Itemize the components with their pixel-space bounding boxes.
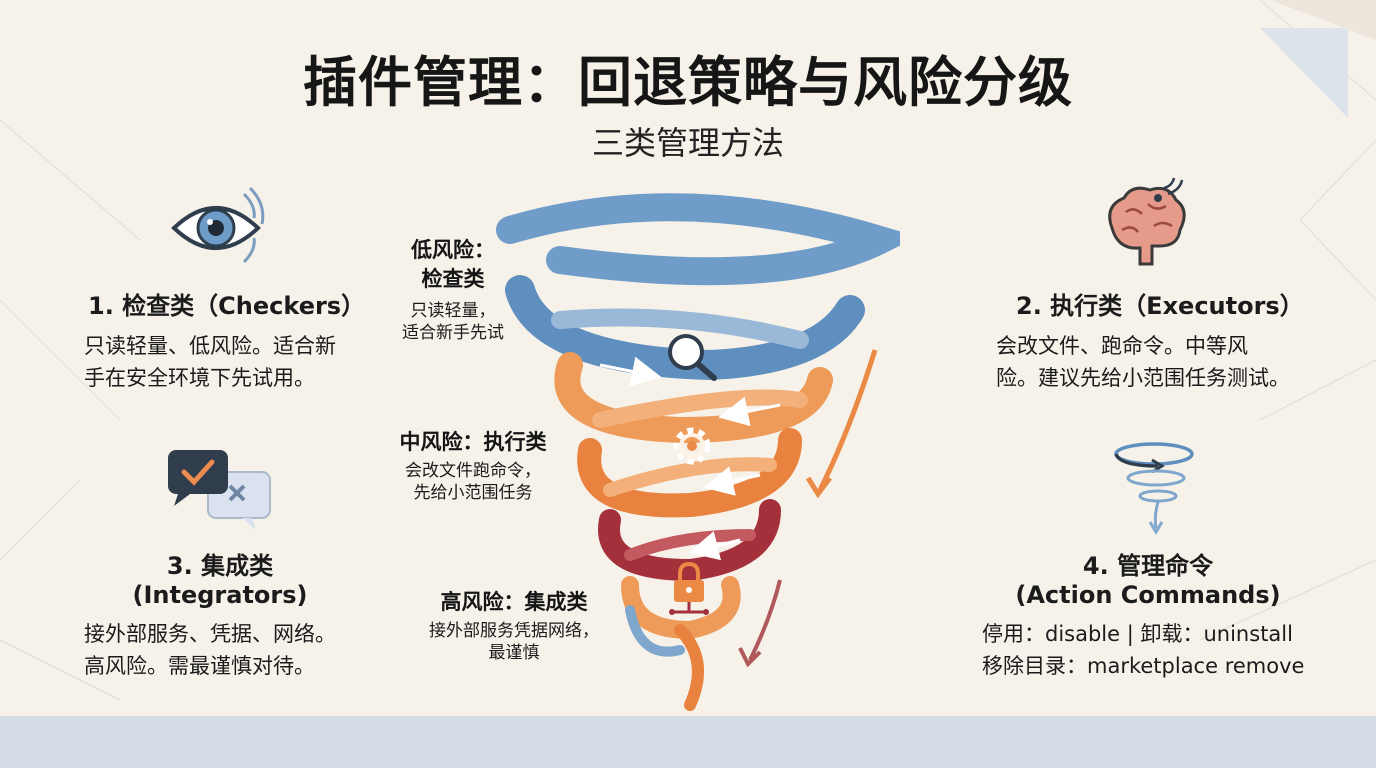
commands-title-line-1: 4. 管理命令 (1082, 552, 1214, 580)
checkers-description: 只读轻量、低风险。适合新 手在安全环境下先试用。 (84, 330, 336, 394)
executors-title: 2. 执行类（Executors） (1016, 292, 1304, 320)
low-risk-heading-line-1: 低风险： (411, 238, 495, 262)
commands-description: 停用：disable | 卸载：uninstall 移除目录：marketpla… (982, 618, 1304, 682)
spiral-band-high-1 (598, 499, 781, 582)
magnifier-icon (668, 334, 717, 381)
flow-arrow-2 (718, 396, 781, 427)
executors-description: 会改文件、跑命令。中等风 险。建议先给小范围任务测试。 (996, 330, 1290, 394)
integrators-title-line-2: (Integrators) (132, 581, 308, 609)
spiral-band-high-2 (624, 529, 756, 561)
low-risk-heading-line-2: 检查类 (421, 267, 485, 291)
commands-title-line-2: (Action Commands) (1015, 581, 1281, 609)
brain-icon (1108, 177, 1186, 266)
flow-arrow-1 (599, 356, 662, 387)
checkers-line-1: 只读轻量、低风险。适合新 (84, 334, 336, 358)
spiral-tail-blue (625, 605, 685, 657)
mid-risk-text-line-1: 会改文件跑命令， (405, 461, 541, 481)
flow-arrow-4 (688, 531, 741, 561)
integrators-line-1: 接外部服务、凭据、网络。 (84, 622, 336, 646)
integrators-line-2: 高风险。需最谨慎对待。 (84, 654, 315, 678)
side-arrow-red (748, 579, 782, 661)
integrators-title-line-1: 3. 集成类 (166, 552, 274, 580)
low-risk-text-line-2: 适合新手先试 (402, 323, 504, 343)
page-title: 插件管理：回退策略与风险分级 (303, 51, 1073, 114)
low-risk-text-line-1: 只读轻量， (410, 301, 496, 321)
commands-line-2: 移除目录：marketplace remove (982, 654, 1305, 678)
high-risk-text-line-1: 接外部服务凭据网络， (429, 621, 599, 641)
mid-risk-text-line-2: 先给小范围任务 (413, 483, 533, 503)
spiral-band-high-3 (621, 576, 741, 640)
spiral-band-high-4 (674, 624, 704, 711)
tornado-icon (1114, 442, 1194, 535)
chat-check-icon (168, 450, 271, 530)
gear-icon (673, 427, 711, 465)
spiral-band-mid-3 (577, 428, 802, 518)
spiral-band-mid-4 (603, 457, 777, 497)
mid-risk-text: 会改文件跑命令， 先给小范围任务 (378, 460, 568, 504)
low-risk-heading: 低风险： 检查类 (398, 236, 508, 294)
commands-title: 4. 管理命令 (Action Commands) (1012, 546, 1284, 609)
executors-line-1: 会改文件、跑命令。中等风 (996, 334, 1248, 358)
commands-line-1: 停用：disable | 卸载：uninstall (982, 622, 1293, 646)
flow-arrow-3 (703, 466, 761, 496)
side-arrow-orange-head (805, 476, 832, 499)
checkers-title: 1. 检查类（Checkers） (88, 292, 366, 320)
integrators-title: 3. 集成类 (Integrators) (120, 546, 320, 609)
side-arrow-red-head (738, 647, 762, 668)
lock-network-icon (669, 561, 709, 615)
checkers-line-2: 手在安全环境下先试用。 (84, 366, 315, 390)
executors-line-2: 险。建议先给小范围任务测试。 (996, 366, 1290, 390)
bottom-band (0, 716, 1376, 768)
high-risk-text-line-2: 最谨慎 (488, 643, 540, 663)
eye-icon (171, 186, 265, 264)
low-risk-text: 只读轻量， 适合新手先试 (378, 300, 528, 344)
integrators-description: 接外部服务、凭据、网络。 高风险。需最谨慎对待。 (84, 618, 336, 682)
side-arrow-orange (817, 349, 878, 492)
risk-spiral-funnel (496, 193, 900, 711)
high-risk-text: 接外部服务凭据网络， 最谨慎 (404, 620, 624, 664)
mid-risk-heading: 中风险：执行类 (399, 430, 547, 454)
high-risk-heading: 高风险：集成类 (440, 590, 588, 614)
page-subtitle: 三类管理方法 (591, 124, 784, 162)
spiral-band-low-3 (551, 308, 809, 349)
spiral-band-low-1 (496, 193, 900, 286)
